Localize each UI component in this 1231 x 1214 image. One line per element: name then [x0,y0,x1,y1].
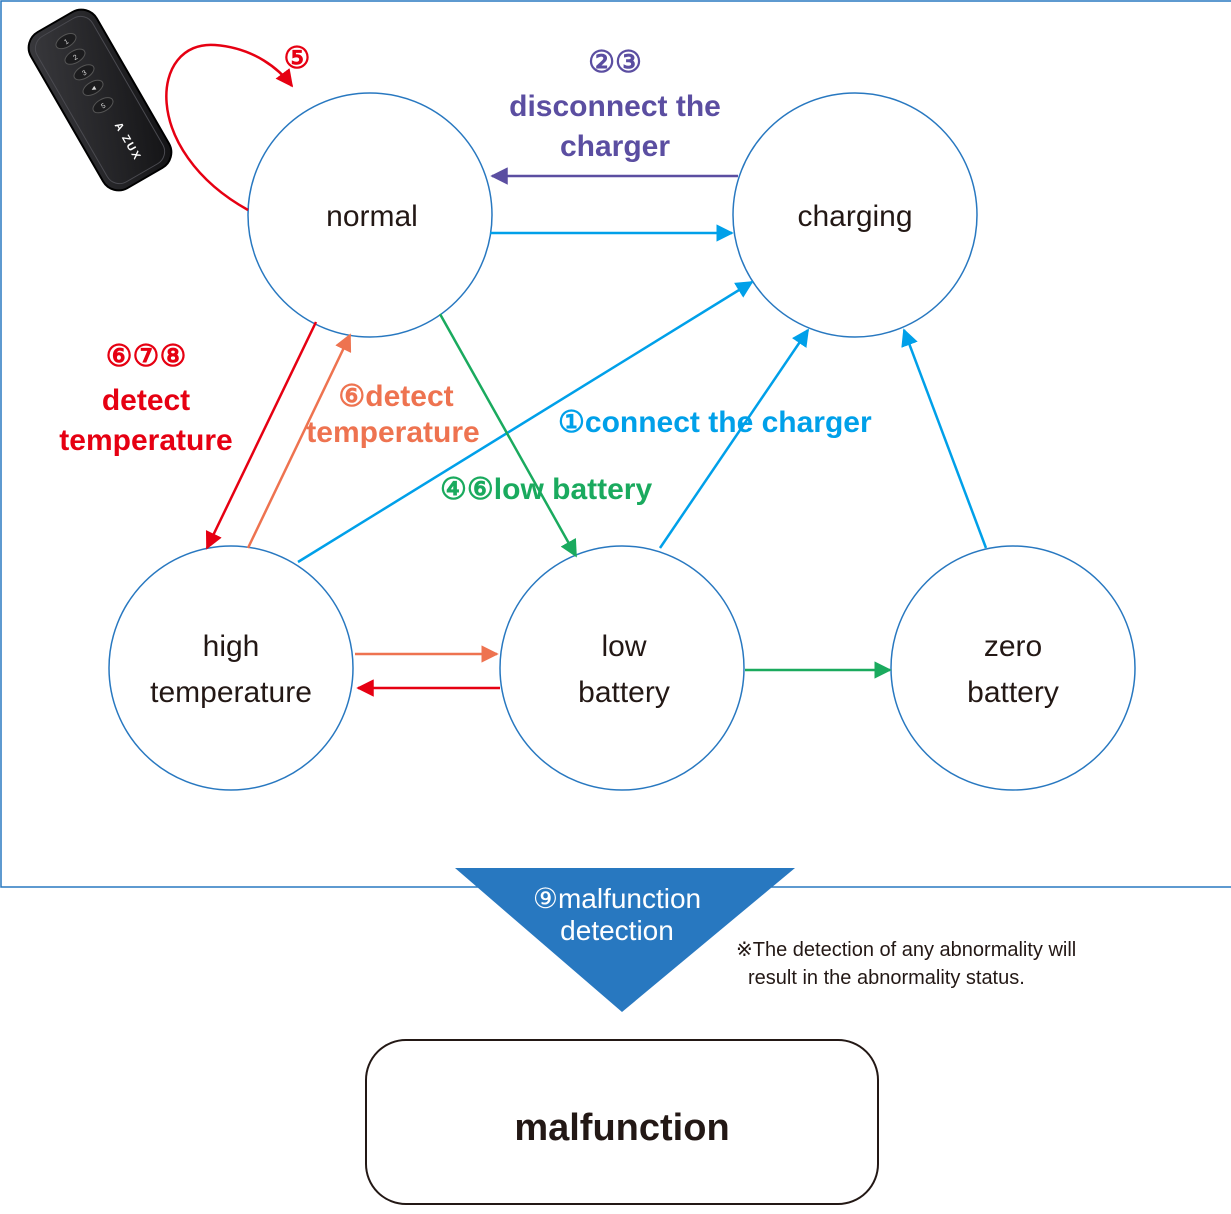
arrow-zero-battery-to-charging [901,328,988,549]
label-disconnect-line1: ②③ [588,46,642,79]
remote-key-3: 3 [73,64,95,81]
svg-text:◄: ◄ [89,84,99,94]
label-detect-temp-line3: temperature [59,424,232,457]
remote-key-2: 2 [64,48,86,65]
state-charging-label: charging [797,200,912,233]
state-low-battery-line1: low [601,630,646,663]
label-detect-temp-line2: detect [102,384,190,417]
svg-text:3: 3 [81,70,88,78]
label-disconnect-line3: charger [560,130,670,163]
state-zero-battery-line2: battery [967,676,1059,709]
banner-line1: ⑨malfunction [533,883,701,914]
note-line1: ※The detection of any abnormality will [736,939,1076,961]
remote-key-back: ◄ [82,79,104,96]
state-malfunction-label: malfunction [514,1107,729,1149]
note-line2: result in the abnormality status. [748,967,1025,989]
state-high-temperature-line2: temperature [150,676,312,709]
arrow-high-temperature-to-normal [246,333,352,549]
state-malfunction: malfunction [365,1039,879,1205]
remote-key-5: 5 [92,97,114,114]
state-low-battery-line2: battery [578,676,670,709]
label-detect-temp-recover-line2: temperature [306,416,479,449]
state-zero-battery: zero battery [890,545,1136,791]
label-low-battery: ④⑥low battery [440,473,652,506]
state-high-temperature-line1: high [203,630,260,663]
arrow-normal-to-high-temperature [205,321,318,550]
state-high-temperature: high temperature [108,545,354,791]
arrow-remote-loop [165,43,294,212]
remote-key-1: 1 [55,33,77,50]
label-detect-temp-recover-line1: ⑥detect [338,380,453,413]
malfunction-detection-banner: ⑨malfunction detection [455,868,795,1012]
label-detect-temp-line1: ⑥⑦⑧ [106,340,187,373]
arrow-high-temperature-to-charging [297,280,754,564]
state-low-battery: low battery [499,545,745,791]
banner-line2: detection [560,915,674,946]
state-normal: normal [247,92,493,338]
label-remote-loop: ⑤ [284,42,311,75]
svg-text:2: 2 [72,54,79,62]
remote-control-image: 1 2 3 ◄ 5 A ZUX [27,8,173,192]
label-connect-charger: ①connect the charger [558,406,872,439]
svg-text:5: 5 [100,102,107,110]
state-charging: charging [732,92,978,338]
state-zero-battery-line1: zero [984,630,1042,663]
label-disconnect-line2: disconnect the [509,90,721,123]
arrow-low-battery-to-charging [658,328,810,549]
svg-text:1: 1 [63,38,70,46]
state-normal-label: normal [326,200,418,233]
arrow-normal-to-low-battery [438,313,578,558]
